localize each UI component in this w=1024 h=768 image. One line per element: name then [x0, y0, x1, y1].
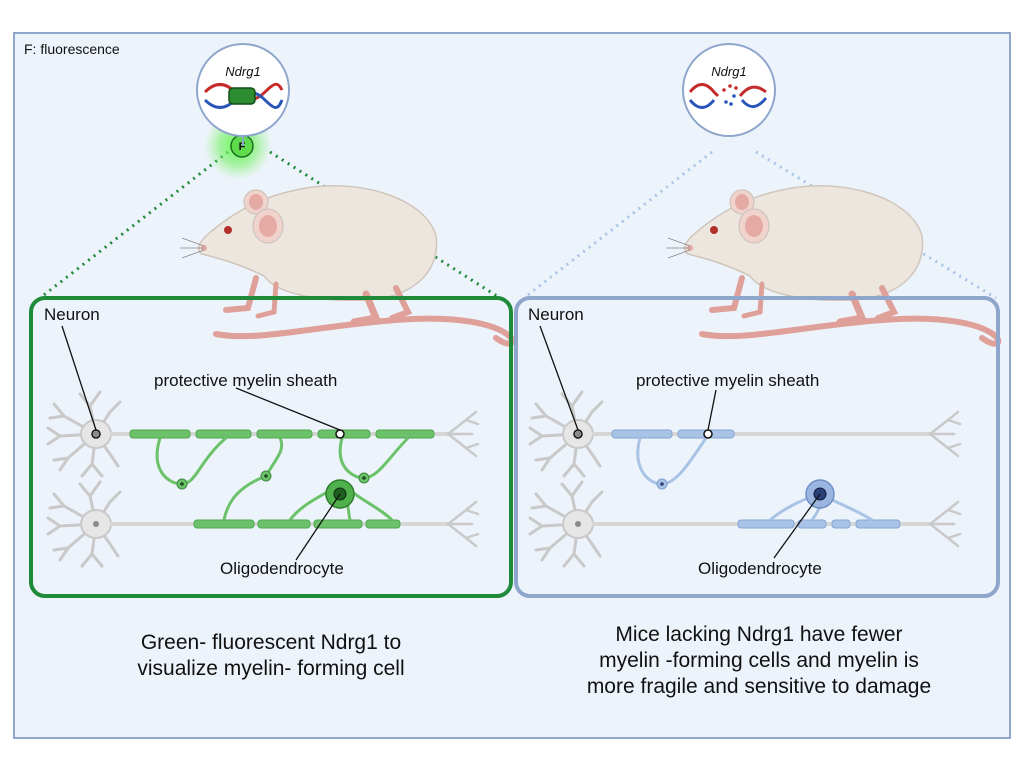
oligodendrocyte-label-left: Oligodendrocyte	[220, 559, 344, 578]
right-caption: Mice lacking Ndrg1 have fewer myelin -fo…	[520, 622, 998, 700]
myelin-segments-top	[129, 429, 435, 439]
right-caption-line-1: Mice lacking Ndrg1 have fewer	[615, 623, 903, 646]
left-panel-border	[29, 296, 513, 598]
sheath-leader-line-left	[235, 387, 341, 431]
gene-label-left: Ndrg1	[225, 64, 260, 79]
neuron-leader-line-right	[539, 325, 579, 431]
gene-label-right: Ndrg1	[711, 64, 746, 79]
sheath-pointer-dot-right	[703, 429, 713, 439]
fluorescence-marker-label: F	[239, 141, 246, 153]
dna-broken-fragments	[722, 84, 738, 106]
right-caption-line-3: more fragile and sensitive to damage	[586, 675, 932, 698]
left-caption-line-1: Green- fluorescent Ndrg1 to	[140, 631, 402, 654]
legend-text: F: fluorescence	[24, 41, 120, 57]
sheath-label-left: protective myelin sheath	[154, 371, 337, 390]
right-neuron-diagram: Neuron protective myelin sheath Oligoden…	[528, 305, 962, 578]
sheath-pointer-dot-left	[335, 429, 345, 439]
right-caption-line-2: myelin -forming cells and myelin is	[599, 649, 919, 672]
neuron-label-right: Neuron	[528, 305, 584, 324]
myelin-segments-bottom	[193, 519, 401, 529]
left-dotted-connector	[39, 150, 501, 300]
oligo-leader-line-right	[773, 493, 821, 559]
right-panel-border	[514, 296, 1000, 598]
left-gene-callout: Ndrg1	[196, 43, 290, 146]
dna-fluorescent-tag	[228, 87, 256, 105]
sheath-label-right: protective myelin sheath	[636, 371, 819, 390]
left-caption-line-2: visualize myelin- forming cell	[137, 657, 405, 680]
neuron-label-left: Neuron	[44, 305, 100, 324]
left-caption: Green- fluorescent Ndrg1 to visualize my…	[40, 630, 502, 682]
neuron-leader-line-left	[61, 325, 97, 431]
myelin-segments-bottom-right	[737, 519, 901, 529]
left-neuron-diagram: Neuron protective myelin sheath Oligoden…	[44, 305, 480, 578]
oligodendrocyte-label-right: Oligodendrocyte	[698, 559, 822, 578]
right-gene-callout: Ndrg1	[682, 43, 776, 137]
sheath-leader-line-right	[707, 389, 717, 431]
oligo-leader-line-left	[295, 493, 341, 561]
